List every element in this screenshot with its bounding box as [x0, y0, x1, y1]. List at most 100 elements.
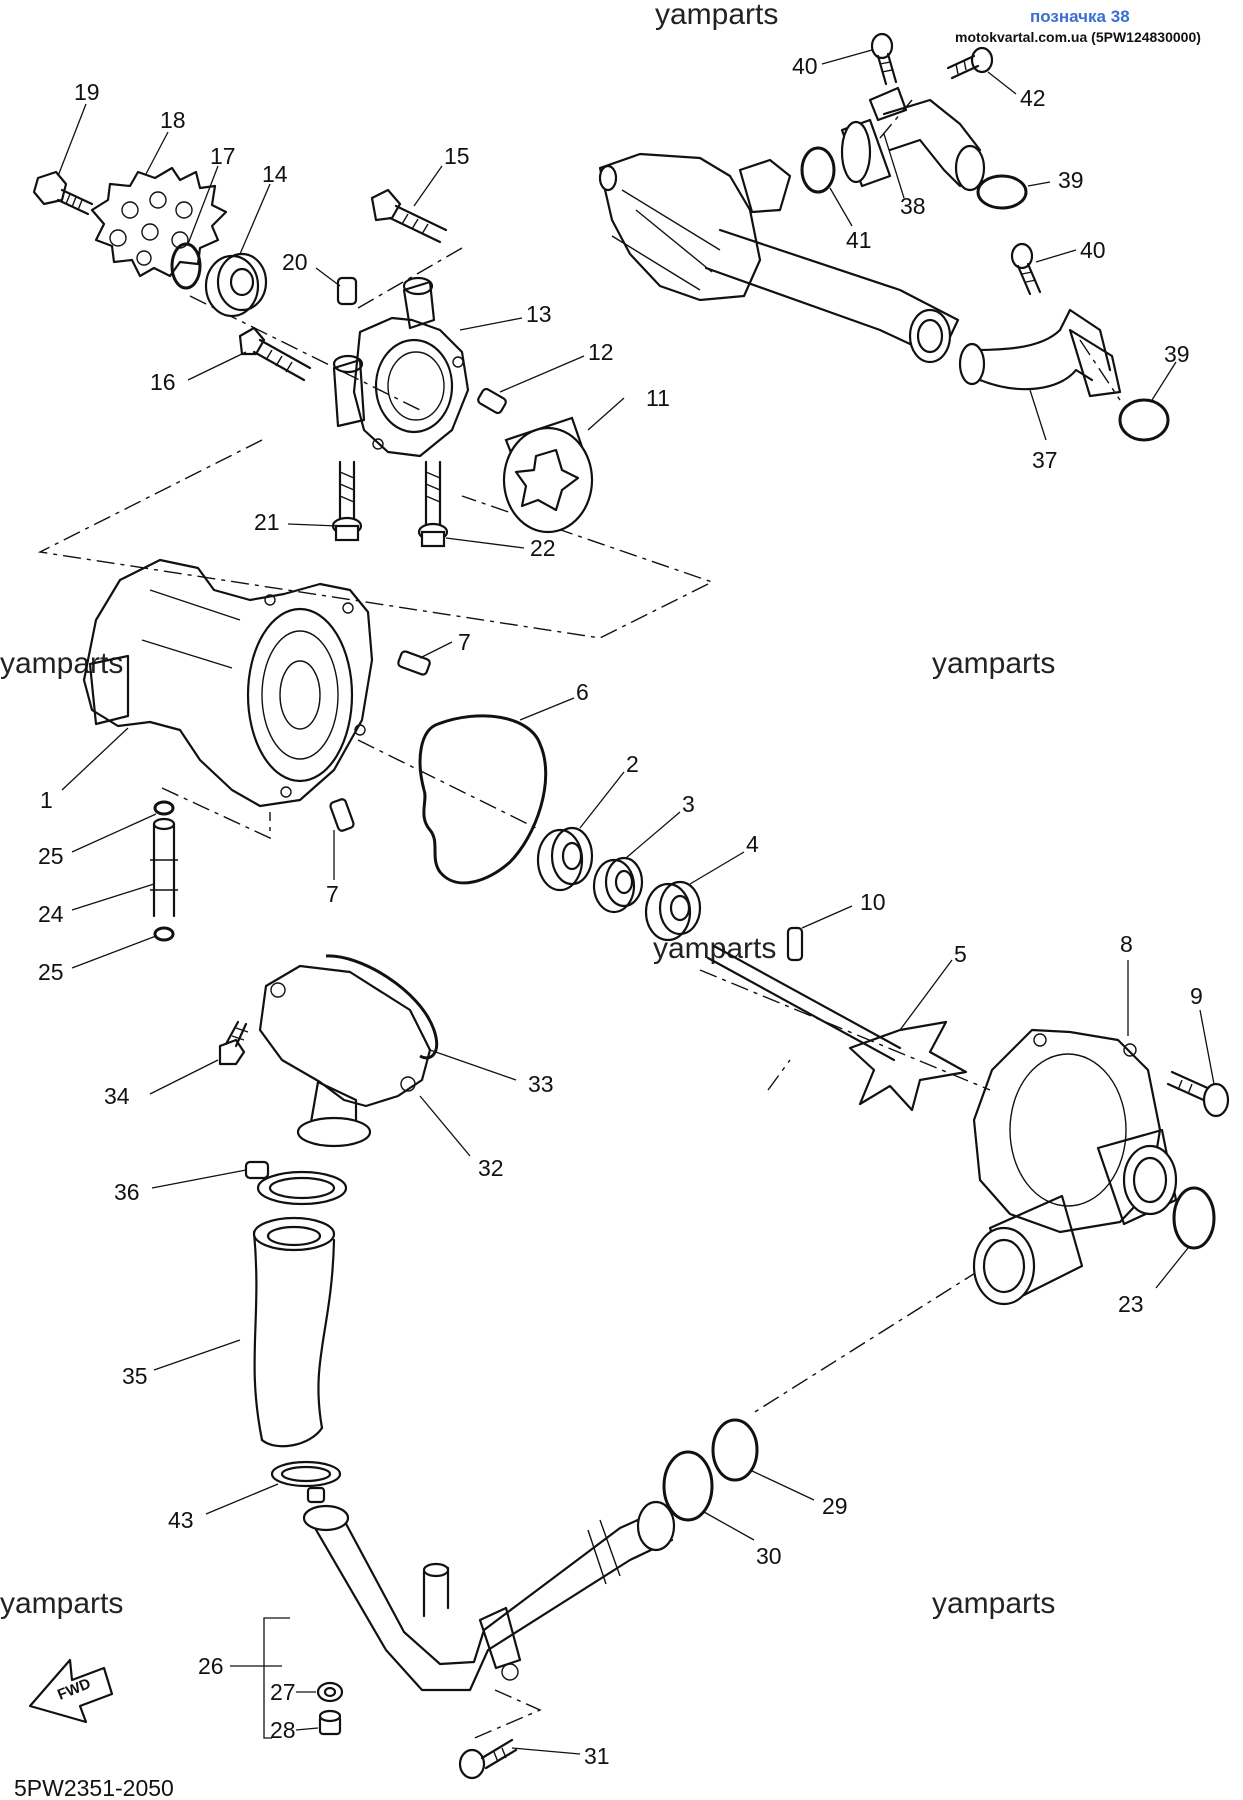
part-15-bolt	[370, 188, 448, 244]
callout-15: 15	[444, 143, 470, 169]
part-31-bolt	[458, 1738, 518, 1780]
callout-7: 7	[458, 629, 471, 655]
callout-37: 37	[1032, 447, 1058, 473]
part-38-pipe	[868, 86, 986, 192]
part-8-pump-cover	[972, 1028, 1178, 1306]
part-40-bolt	[1010, 242, 1042, 296]
callout-6: 6	[576, 679, 589, 705]
part-29-o-ring	[711, 1418, 759, 1482]
callout-8: 8	[1120, 931, 1133, 957]
callout-40: 40	[792, 53, 818, 79]
callout-38: 38	[900, 193, 926, 219]
part-13-pump-housing	[332, 276, 470, 458]
part-12-pin	[477, 387, 507, 415]
callout-4: 4	[746, 831, 759, 857]
callout-1: 1	[40, 787, 53, 813]
part-2-bearing	[536, 826, 594, 892]
watermark: yamparts	[655, 0, 778, 31]
part-39-o-ring	[1118, 398, 1170, 442]
watermark: yamparts	[0, 1587, 123, 1620]
part-4-seal	[644, 880, 702, 942]
fwd-label: FWD	[55, 1675, 93, 1704]
callout-27: 27	[270, 1679, 296, 1705]
part-25-o-ring	[153, 800, 175, 816]
part-30-o-ring	[662, 1450, 714, 1522]
callout-29: 29	[822, 1493, 848, 1519]
callout-10: 10	[860, 889, 886, 915]
part-43-hose-clamp	[270, 1460, 342, 1504]
callout-7: 7	[326, 881, 339, 907]
callout-30: 30	[756, 1543, 782, 1569]
callout-31: 31	[584, 1743, 610, 1769]
part-26-water-pipe	[302, 1500, 676, 1692]
callout-18: 18	[160, 107, 186, 133]
callout-25: 25	[38, 843, 64, 869]
callout-19: 19	[74, 79, 100, 105]
part-7-dowel	[397, 650, 431, 676]
part-11-rotor	[502, 416, 594, 534]
callout-numbers: 19 18 17 14 15 20 13 12 11 16 21 22 7 6 …	[38, 53, 1203, 1769]
part-19-bolt	[32, 170, 94, 216]
callout-23: 23	[1118, 1291, 1144, 1317]
part-34-bolt	[218, 1020, 249, 1066]
diagram-code: 5PW2351-2050	[14, 1775, 174, 1800]
part-37-pipe	[958, 308, 1122, 398]
part-39-o-ring	[976, 174, 1028, 210]
watermark: yamparts	[0, 647, 123, 680]
callout-12: 12	[588, 339, 614, 365]
callout-35: 35	[122, 1363, 148, 1389]
part-5-impeller-shaft	[706, 944, 968, 1112]
part-21-bolt	[331, 460, 363, 542]
callout-32: 32	[478, 1155, 504, 1181]
callout-22: 22	[530, 535, 556, 561]
part-40-bolt	[870, 32, 898, 86]
part-27-gasket	[316, 1681, 344, 1703]
part-35-hose	[252, 1216, 336, 1448]
part-23-o-ring	[1172, 1186, 1216, 1250]
callout-2: 2	[626, 751, 639, 777]
part-1-pump-housing	[82, 558, 374, 808]
part-28-bolt	[318, 1709, 342, 1736]
fwd-arrow-icon: FWD	[28, 1658, 114, 1724]
callout-39: 39	[1058, 167, 1084, 193]
callout-24: 24	[38, 901, 64, 927]
header-source: motokvartal.com.ua (5PW124830000)	[955, 29, 1201, 45]
callout-3: 3	[682, 791, 695, 817]
callout-33: 33	[528, 1071, 554, 1097]
callout-43: 43	[168, 1507, 194, 1533]
part-18-strainer-plate	[90, 166, 228, 278]
callout-26: 26	[198, 1653, 224, 1679]
callout-9: 9	[1190, 983, 1203, 1009]
callout-28: 28	[270, 1717, 296, 1743]
callout-11: 11	[646, 385, 670, 411]
callout-39: 39	[1164, 341, 1190, 367]
callout-13: 13	[526, 301, 552, 327]
callout-40: 40	[1080, 237, 1106, 263]
watermark: yamparts	[932, 1587, 1055, 1620]
part-6-gasket	[418, 714, 548, 885]
callout-42: 42	[1020, 85, 1046, 111]
part-20-dowel	[336, 276, 358, 306]
part-42-bolt	[946, 46, 994, 80]
callout-41: 41	[846, 227, 872, 253]
part-7-dowel	[329, 798, 355, 832]
thermostat-assembly	[598, 152, 960, 364]
callout-34: 34	[104, 1083, 130, 1109]
callout-20: 20	[282, 249, 308, 275]
part-33-o-ring	[325, 954, 439, 1060]
part-36-hose-clamp	[244, 1160, 348, 1206]
part-25-o-ring	[153, 926, 175, 942]
callout-5: 5	[954, 941, 967, 967]
part-10-pin	[786, 926, 804, 962]
part-17-o-ring	[170, 242, 202, 290]
part-9-bolt	[1166, 1070, 1230, 1118]
part-32-outlet-cover	[258, 964, 432, 1148]
callout-leaders	[57, 49, 1215, 1755]
part-24-joint-pipe	[150, 817, 178, 918]
callout-17: 17	[210, 143, 236, 169]
part-3-seal	[592, 856, 644, 914]
header-badge[interactable]: позначка 38	[1030, 7, 1130, 26]
callout-25: 25	[38, 959, 64, 985]
callout-36: 36	[114, 1179, 140, 1205]
